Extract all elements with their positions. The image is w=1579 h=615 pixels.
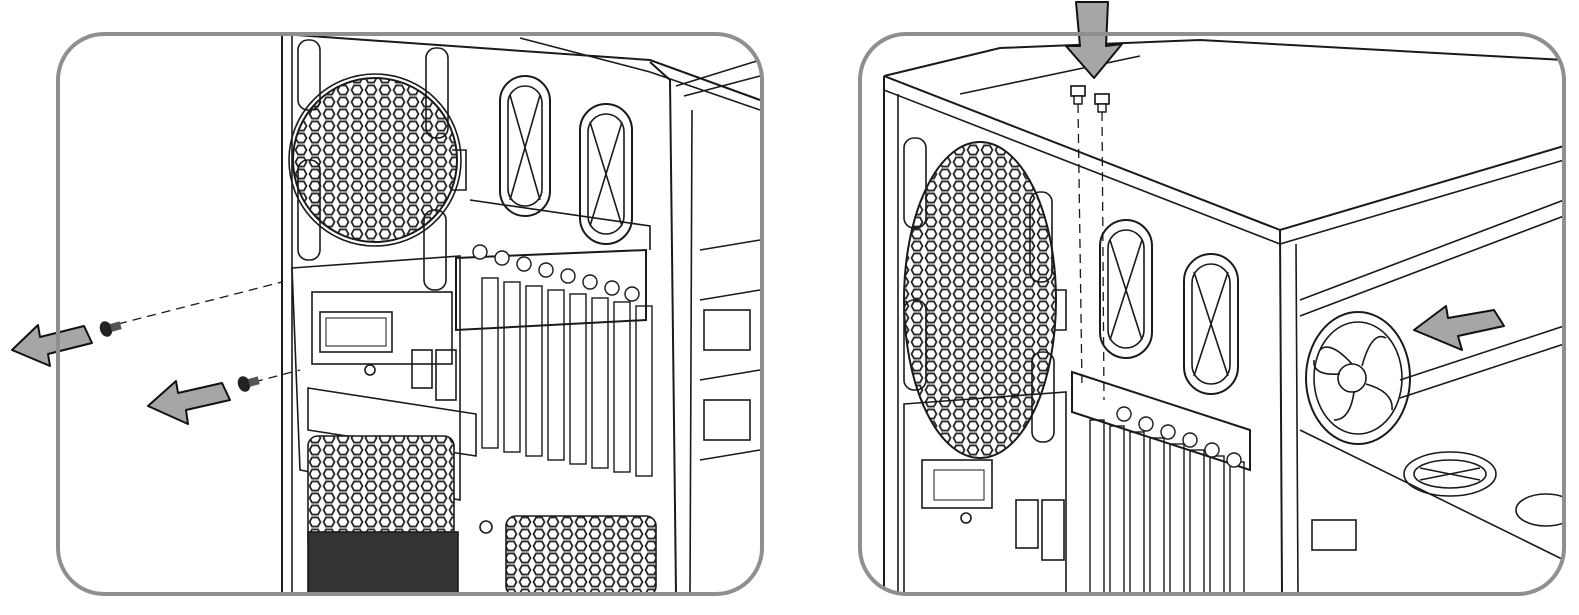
case-fan-icon — [1305, 311, 1411, 445]
direction-arrow-icon — [147, 380, 231, 425]
screw-icon — [99, 321, 122, 337]
screw-icon — [1094, 93, 1110, 113]
direction-arrow-icon — [1065, 1, 1123, 79]
direction-arrow-icon — [11, 324, 93, 367]
honeycomb-vent-icon — [288, 73, 462, 247]
screw-icon — [1070, 85, 1086, 105]
left-panel — [11, 32, 764, 596]
direction-arrow-icon — [1413, 305, 1505, 351]
honeycomb-vent-icon — [903, 141, 1057, 459]
screw-icon — [237, 376, 260, 392]
right-panel — [858, 1, 1566, 596]
